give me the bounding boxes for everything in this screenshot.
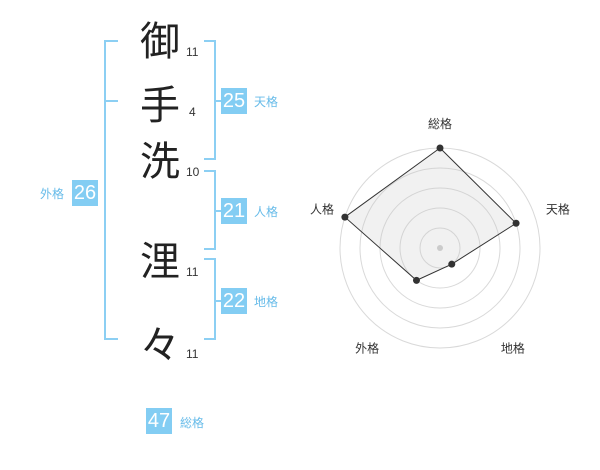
radar-ring-2: [399, 207, 481, 289]
character-1: 御: [140, 19, 180, 65]
stroke-count-1: 11: [186, 45, 199, 59]
gaikaku-value: 26: [72, 180, 98, 206]
jinkaku-connector: [216, 210, 222, 212]
chikaku-value: 22: [221, 288, 247, 314]
radar-center: [437, 245, 443, 251]
radar-axis-label-4: 外格: [355, 340, 379, 355]
jinkaku-bracket: [204, 170, 216, 250]
gaikaku-bracket: [104, 40, 118, 340]
chikaku-connector: [216, 300, 222, 302]
radar-ring-1: [419, 227, 461, 269]
tenkaku-bracket: [204, 40, 216, 160]
character-4: 浬: [140, 239, 180, 285]
stroke-count-3: 10: [186, 165, 200, 179]
radar-point-5: [341, 213, 349, 221]
radar-point-2: [512, 219, 520, 227]
stroke-count-4: 11: [186, 265, 199, 279]
radar-axis-label-5: 人格: [310, 202, 334, 217]
jinkaku-value: 21: [221, 198, 247, 224]
tenkaku-label: 天格: [254, 95, 279, 109]
chikaku-bracket: [204, 258, 216, 340]
character-3: 洗: [140, 139, 180, 185]
radar-point-4: [412, 276, 420, 284]
radar-point-1: [436, 144, 444, 152]
radar-axis-label-2: 天格: [546, 202, 570, 217]
soukaku-value: 47: [146, 408, 172, 434]
jinkaku-label: 人格: [254, 205, 279, 219]
radar-axis-label-3: 地格: [501, 340, 525, 355]
character-5: 々: [140, 323, 180, 369]
radar-axis-label-1: 総格: [428, 116, 452, 131]
stroke-count-5: 11: [186, 347, 199, 361]
tenkaku-value: 25: [221, 88, 247, 114]
tenkaku-connector: [216, 100, 222, 102]
radar-point-3: [448, 260, 456, 268]
radar-series-polygon: [344, 147, 517, 281]
gaikaku-label: 外格: [40, 187, 65, 201]
soukaku-label: 総格: [180, 416, 205, 430]
chikaku-label: 地格: [254, 295, 279, 309]
radar-ring-4: [359, 167, 521, 329]
character-2: 手: [140, 83, 180, 129]
gaikaku-bracket-mid: [104, 100, 118, 102]
stroke-count-2: 4: [189, 105, 196, 119]
